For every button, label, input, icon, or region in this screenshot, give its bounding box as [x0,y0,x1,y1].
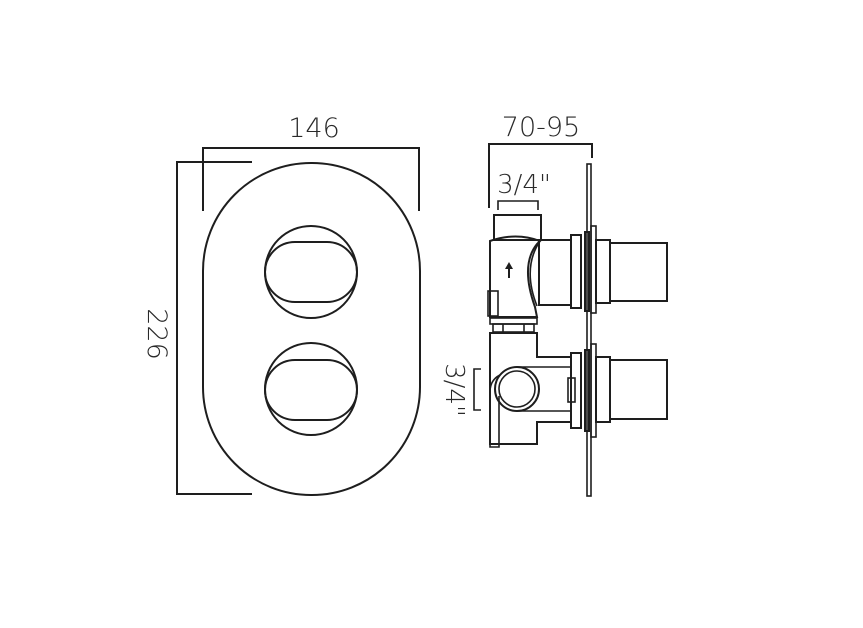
lower-handle-rosette [264,342,358,436]
coupling-nut [492,323,535,333]
valve-body-tab [487,290,499,317]
side-outlet-outer [494,366,540,412]
up-arrow-icon [505,262,513,278]
wall-plate [586,163,592,497]
upper-cartridge-body [538,239,572,306]
upper-handle [264,225,358,319]
front-view: 146 226 [141,113,421,496]
side-outlet-bracket [473,368,481,411]
lower-cartridge-flange [570,352,582,429]
side-outlet-label: 3/4" [439,363,469,417]
valve-body-curve [529,240,541,307]
depth-dimension-label: 70-95 [502,112,580,143]
upper-handle-rosette [264,225,358,319]
valve-body-upper [489,235,542,318]
lower-cartridge-seal [584,349,590,432]
upper-handle-side [609,242,668,302]
valve-body-lower [489,332,572,445]
upper-cartridge-seal [584,231,590,312]
lower-handle [264,342,358,436]
depth-dimension-line [488,143,593,208]
upper-handle-knob [264,241,358,303]
side-outlet-lip [489,374,501,448]
upper-spindle-collar [595,239,611,304]
width-dimension-line [202,147,420,211]
lower-handle-side [609,359,668,420]
coupling-nut-top [489,317,538,325]
cover-plate [202,162,421,496]
side-outlet-inner [498,370,536,408]
top-inlet-bracket [497,200,539,210]
side-view: 70-95 3/4" [439,112,668,497]
lower-spindle-collar [595,356,611,423]
top-inlet-label: 3/4" [497,170,551,200]
lower-handle-knob [264,359,358,421]
upper-cartridge-flange [570,234,582,309]
width-dimension-label: 146 [288,113,340,144]
top-inlet-fitting [493,214,542,241]
height-dimension-line [176,161,252,495]
height-dimension-label: 226 [141,308,172,360]
